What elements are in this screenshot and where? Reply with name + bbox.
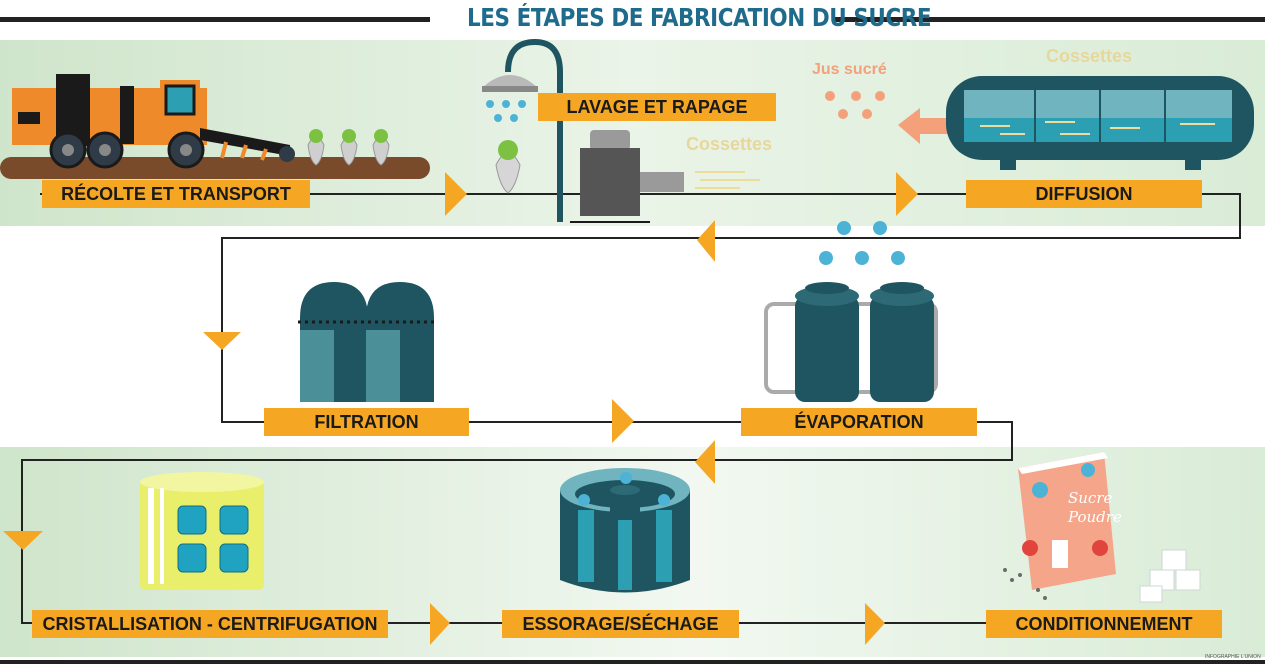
jus-sucre-label: Jus sucré [812,61,887,78]
step-recolte: RÉCOLTE ET TRANSPORT [42,180,310,208]
flow-arrow-icon [695,440,715,484]
step-conditionnement: CONDITIONNEMENT [986,610,1222,638]
juice-drops [825,91,885,119]
step-evaporation: ÉVAPORATION [741,408,977,436]
step-lavage: LAVAGE ET RAPAGE [538,93,776,121]
step-filtration: FILTRATION [264,408,469,436]
flow-arrow-icon [896,172,918,216]
flow-arrows [3,172,918,645]
bottom-rule [0,660,1265,664]
flow-arrow-icon [697,220,715,262]
package-line1: Sucre [1068,489,1113,507]
diffuser-tank-icon [946,76,1254,170]
flow-arrow-icon [203,332,241,350]
sugar-grains [1003,568,1047,600]
harvester-icon [0,74,430,179]
step-diffusion: DIFFUSION [966,180,1202,208]
flow-arrow-icon [3,531,43,550]
juice-arrow [898,108,950,144]
step-essorage: ESSORAGE/SÉCHAGE [502,610,739,638]
evaporator-tanks-icon [764,221,938,402]
shower-icon [482,38,563,222]
beet-icon [495,140,521,194]
flow-arrow-icon [865,603,885,645]
flow-arrow-icon [445,172,467,216]
credit: INFOGRAPHIE L'UNION [1205,654,1261,660]
flow-arrow-icon [430,603,450,645]
package-line2: Poudre [1067,508,1122,526]
cossettes-diffusion-label: Cossettes [1046,46,1133,66]
step-cristallisation: CRISTALLISATION - CENTRIFUGATION [32,610,388,638]
beet-icon [307,129,390,166]
filter-silos-icon [298,282,436,402]
grinder-icon [570,130,760,223]
title-rule-right [835,17,1265,22]
flow-arrow-icon [612,399,634,443]
title-rule-left [0,17,430,22]
sugar-cubes-icon [1139,549,1201,603]
crystallizer-icon [140,472,264,590]
sugar-box-icon [1018,452,1116,590]
cossettes-lavage-label: Cossettes [686,134,773,154]
centrifuge-icon [560,468,690,593]
